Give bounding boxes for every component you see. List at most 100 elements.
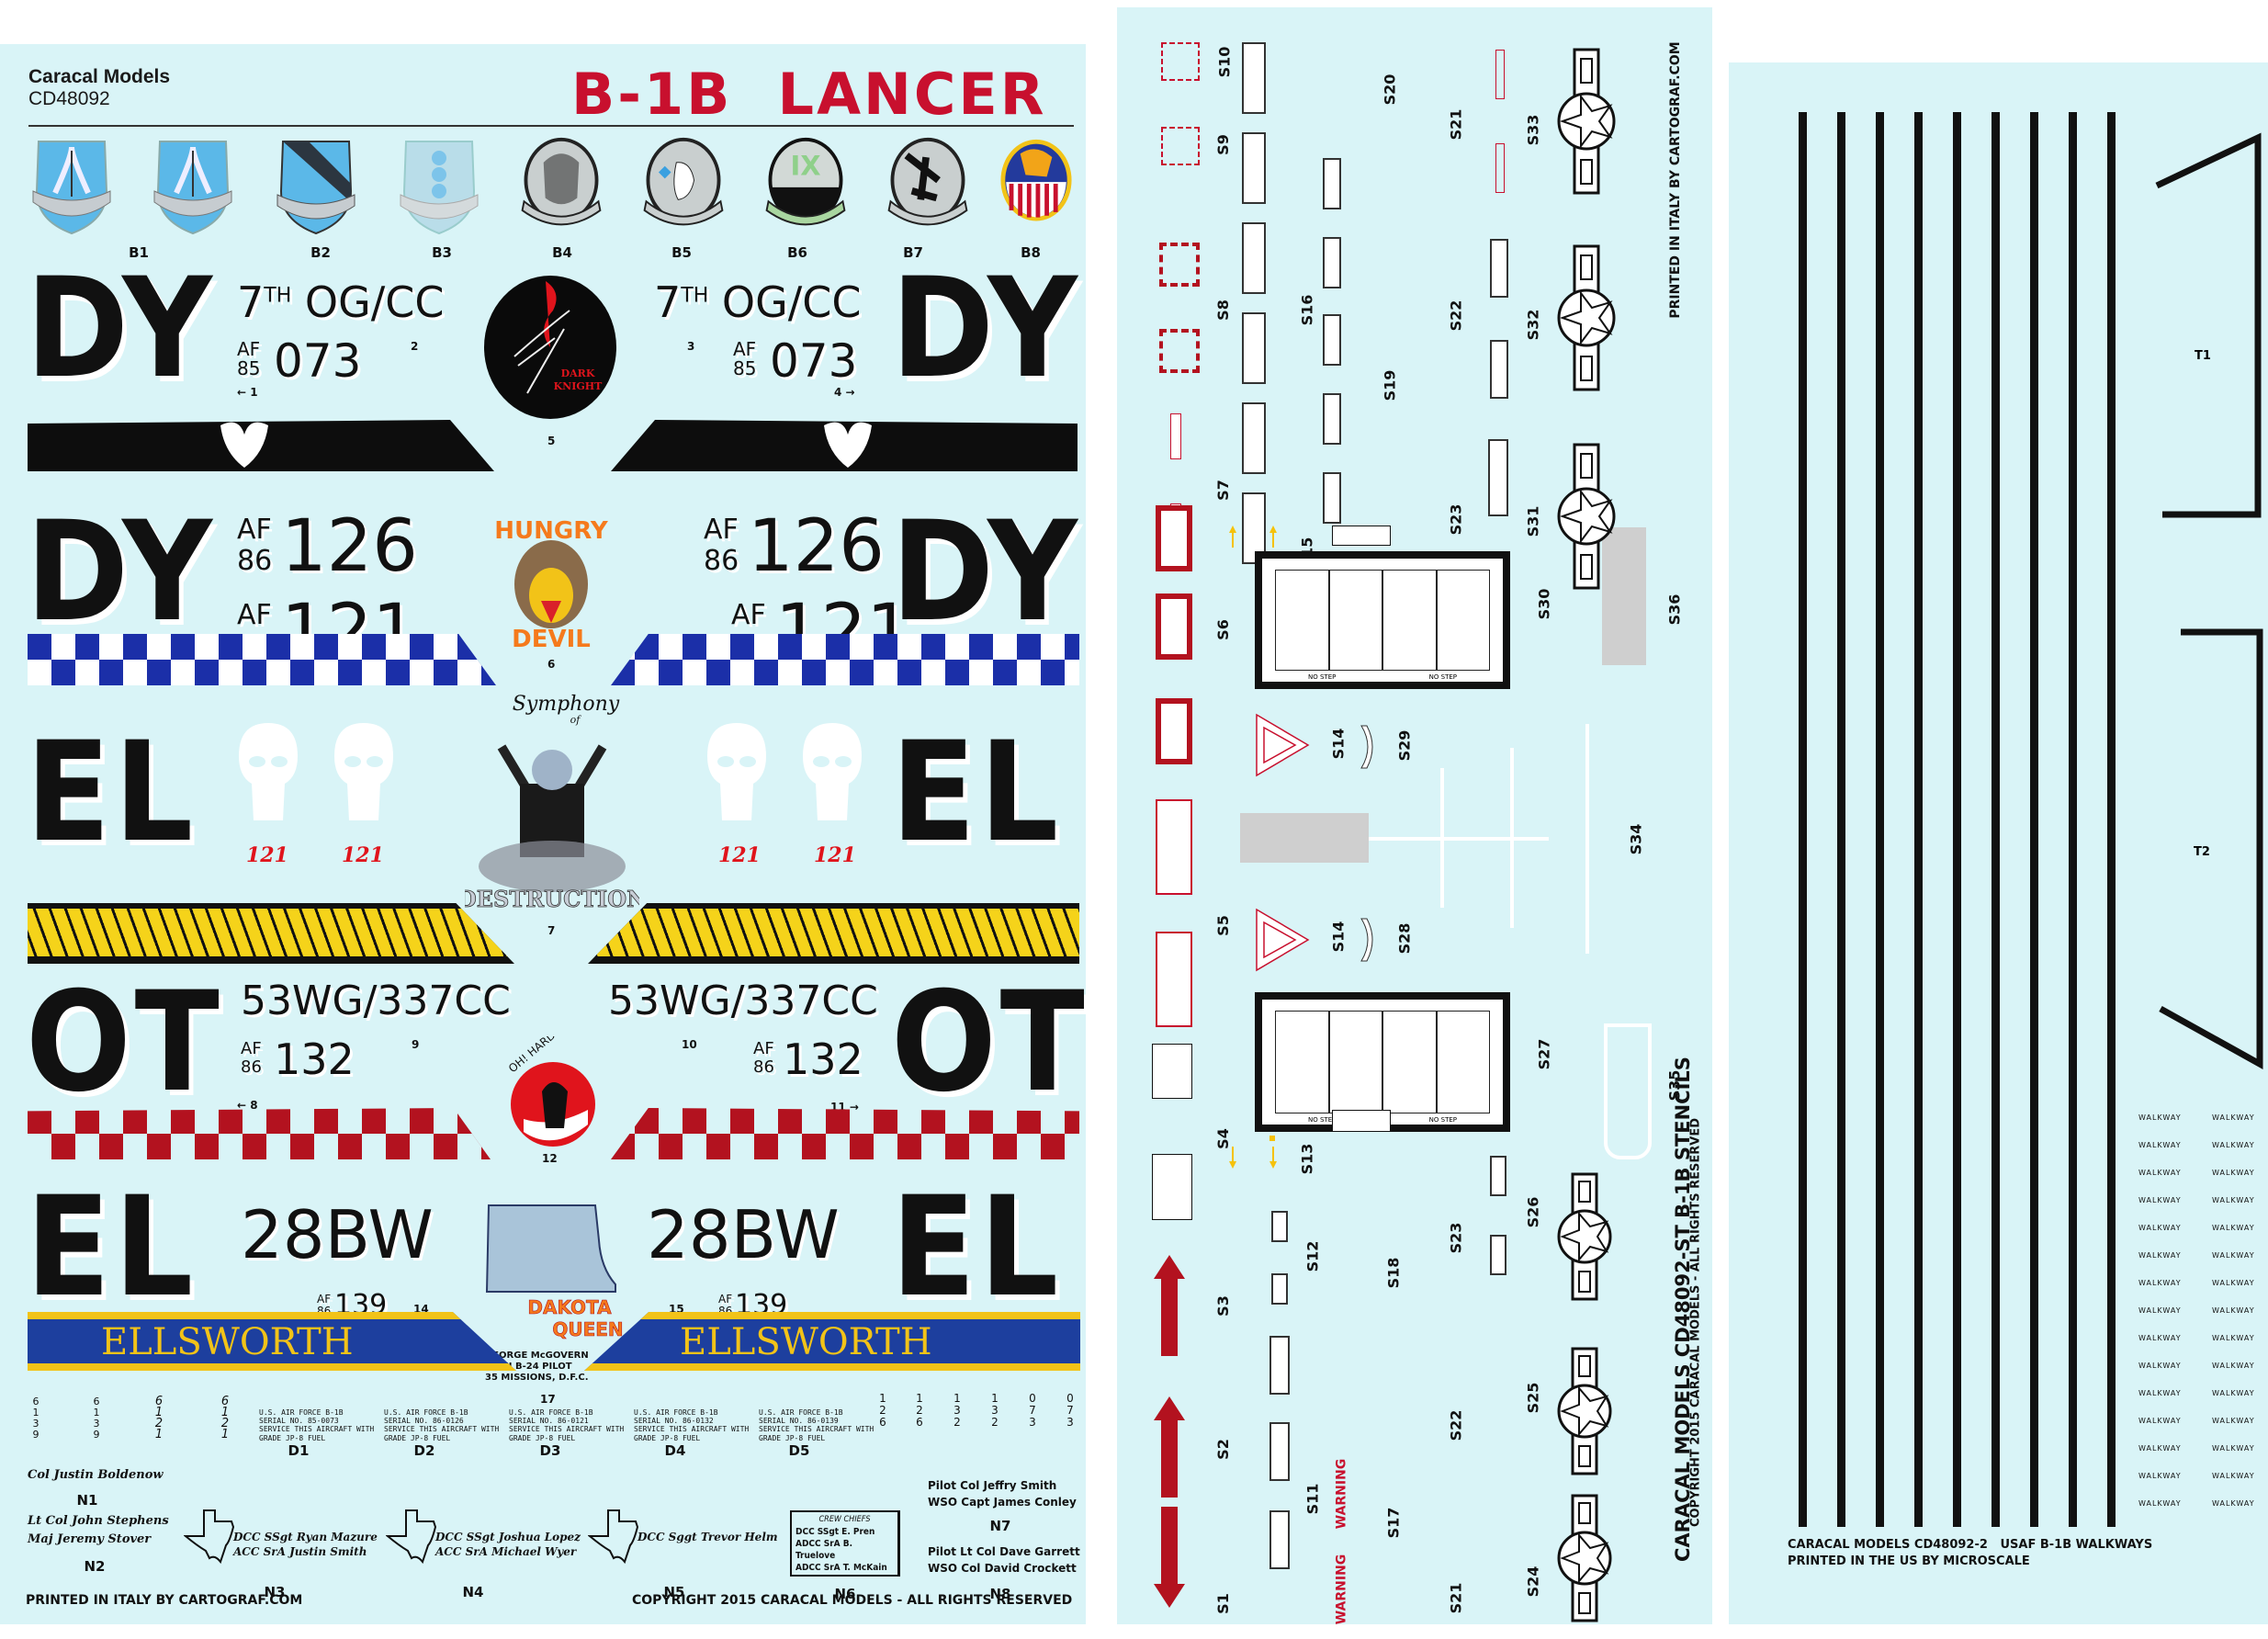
caption-line: WWII B-24 PILOT [485,1362,572,1372]
decal-number-7: 7 [547,924,556,937]
walkway-label-t1: T1 [2195,349,2211,363]
caution-stencil [1242,42,1266,114]
stencil-label-s2: S2 [1213,1439,1232,1460]
decal-number-1: ← 1 [237,386,258,399]
tail-code-ot-left: OT [26,963,223,1123]
caution-stencil [1323,158,1341,209]
air-combat-command-patch-icon [32,141,111,235]
ejection-warning-stencil [1156,799,1192,895]
walkway-word: WALKWAY [2212,1389,2255,1397]
af-label: AF [718,1293,733,1306]
hi-voltage-warning-stencil [1269,1336,1290,1395]
walkway-word: WALKWAY [2212,1279,2255,1287]
caution-stencil [1323,237,1341,288]
caution-stencil [1242,312,1266,384]
walkway-sheet-printer: PRINTED IN THE US BY MICROSCALE [1788,1554,2030,1568]
af-label: AF [237,338,261,360]
red-checker-band-right [611,1108,1079,1159]
reference-marker-s10 [1161,42,1200,81]
svg-text:of: of [570,714,582,726]
decal-number-12: 12 [542,1152,558,1165]
svg-text:DAKOTA: DAKOTA [527,1296,612,1318]
us-star-roundel-icon [1557,443,1616,590]
decal-number-8: ← 8 [237,1099,258,1112]
reference-marker-s8 [1159,329,1200,373]
printer-credit: PRINTED IN ITALY BY CARTOGRAF.COM [26,1593,303,1608]
white-walkway-frame-s34 [1440,768,1444,908]
28th-bomb-wing-patch-icon [400,141,479,235]
walkway-word: WALKWAY [2212,1141,2255,1149]
decal-number-17: 17 [540,1393,556,1406]
no-step-panel-s30: NO STEP NO STEP [1255,551,1510,689]
sheet-title: B-1B LANCER [571,61,1047,128]
year-label: 86 [704,545,739,577]
tail-code-dy-left: DY [26,249,216,409]
svg-text:Symphony: Symphony [513,693,620,716]
stencil-label-s6: S6 [1213,619,1232,640]
skull-icon [803,723,862,820]
stencil-label-s22: S22 [1447,300,1465,332]
patch-label-b4: B4 [552,244,572,261]
walkway-word: WALKWAY [2212,1444,2255,1452]
stencil-label-s13: S13 [1298,1143,1316,1175]
stencil-label-s22: S22 [1447,1409,1465,1441]
decal-number-9: 9 [412,1038,420,1051]
year-label: 86 [753,1057,774,1077]
unit-28bw-left: 28BW [241,1196,434,1273]
copyright-notice: COPYRIGHT 2015 CARACAL MODELS - ALL RIGH… [632,1593,1073,1608]
skull-icon [239,723,298,820]
oh-hardluck-nose-art-icon: OH! HARDLUCK [506,1036,595,1147]
unit-rest: OG/CC [721,277,862,327]
us-star-roundel-icon [1557,1494,1612,1622]
caution-stencil [1323,393,1341,445]
walkway-word: WALKWAY [2138,1169,2182,1177]
stencil-label-s23: S23 [1447,503,1465,536]
stencil-label-s14: S14 [1329,728,1348,760]
walkway-stripe [1992,112,2000,1527]
texas-outline-icon [588,1509,639,1565]
year-label: 86 [241,1057,262,1077]
stencil-label-s30: S30 [1535,588,1553,620]
serial-132-right: 132 [783,1034,863,1084]
caution-stencil [1242,222,1266,294]
walkways-sheet: T1 T2 WALKWAY WALKWAY WALKWAY WALKWAY WALKWA… [1729,62,2268,1624]
name-label-n8: N8 [989,1586,1011,1602]
danger-triangle-icon [1256,713,1310,777]
white-walkway-frame-s34 [1369,837,1549,841]
caution-stencil [1242,492,1266,564]
stencil-label-s17: S17 [1384,1507,1403,1539]
hatch-instruction-stencil [1152,1154,1192,1220]
patch-label-b1: B1 [129,244,149,261]
patch-label-b8: B8 [1021,244,1041,261]
stencil-label-s33: S33 [1524,114,1542,146]
name-n2b: Maj Jeremy Stover [28,1532,152,1546]
svg-text:DEVIL: DEVIL [512,626,591,650]
name-n4a: DCC SSgt Joshua Lopez [435,1531,581,1543]
walkway-word: WALKWAY [2138,1251,2182,1260]
stencil-sheet-copyright: COPYRIGHT 2015 CARACAL MODELS - ALL RIGH… [1688,1117,1703,1528]
name-label-n2: N2 [84,1558,106,1575]
stencil-label-s19: S19 [1381,369,1399,401]
walkway-label-t2: T2 [2194,845,2210,859]
year-label: 85 [237,357,261,379]
stencil-label-s20: S20 [1381,73,1399,106]
walkway-stripe [1953,112,1961,1527]
svg-text:HUNGRY: HUNGRY [494,517,609,545]
stencil-label-s24: S24 [1524,1566,1542,1598]
stencil-label-s11: S11 [1303,1483,1322,1515]
hi-voltage-warning-stencil [1271,1273,1288,1305]
patch-label-b6: B6 [787,244,807,261]
name-label-n6: N6 [834,1586,856,1602]
unit-28bw-right: 28BW [647,1196,840,1273]
walkway-word: WALKWAY [2138,1362,2182,1370]
serial-126-right: 126 [748,505,885,588]
ellsworth-banner-left: ELLSWORTH [28,1312,516,1371]
serial-126-left: 126 [281,505,418,588]
